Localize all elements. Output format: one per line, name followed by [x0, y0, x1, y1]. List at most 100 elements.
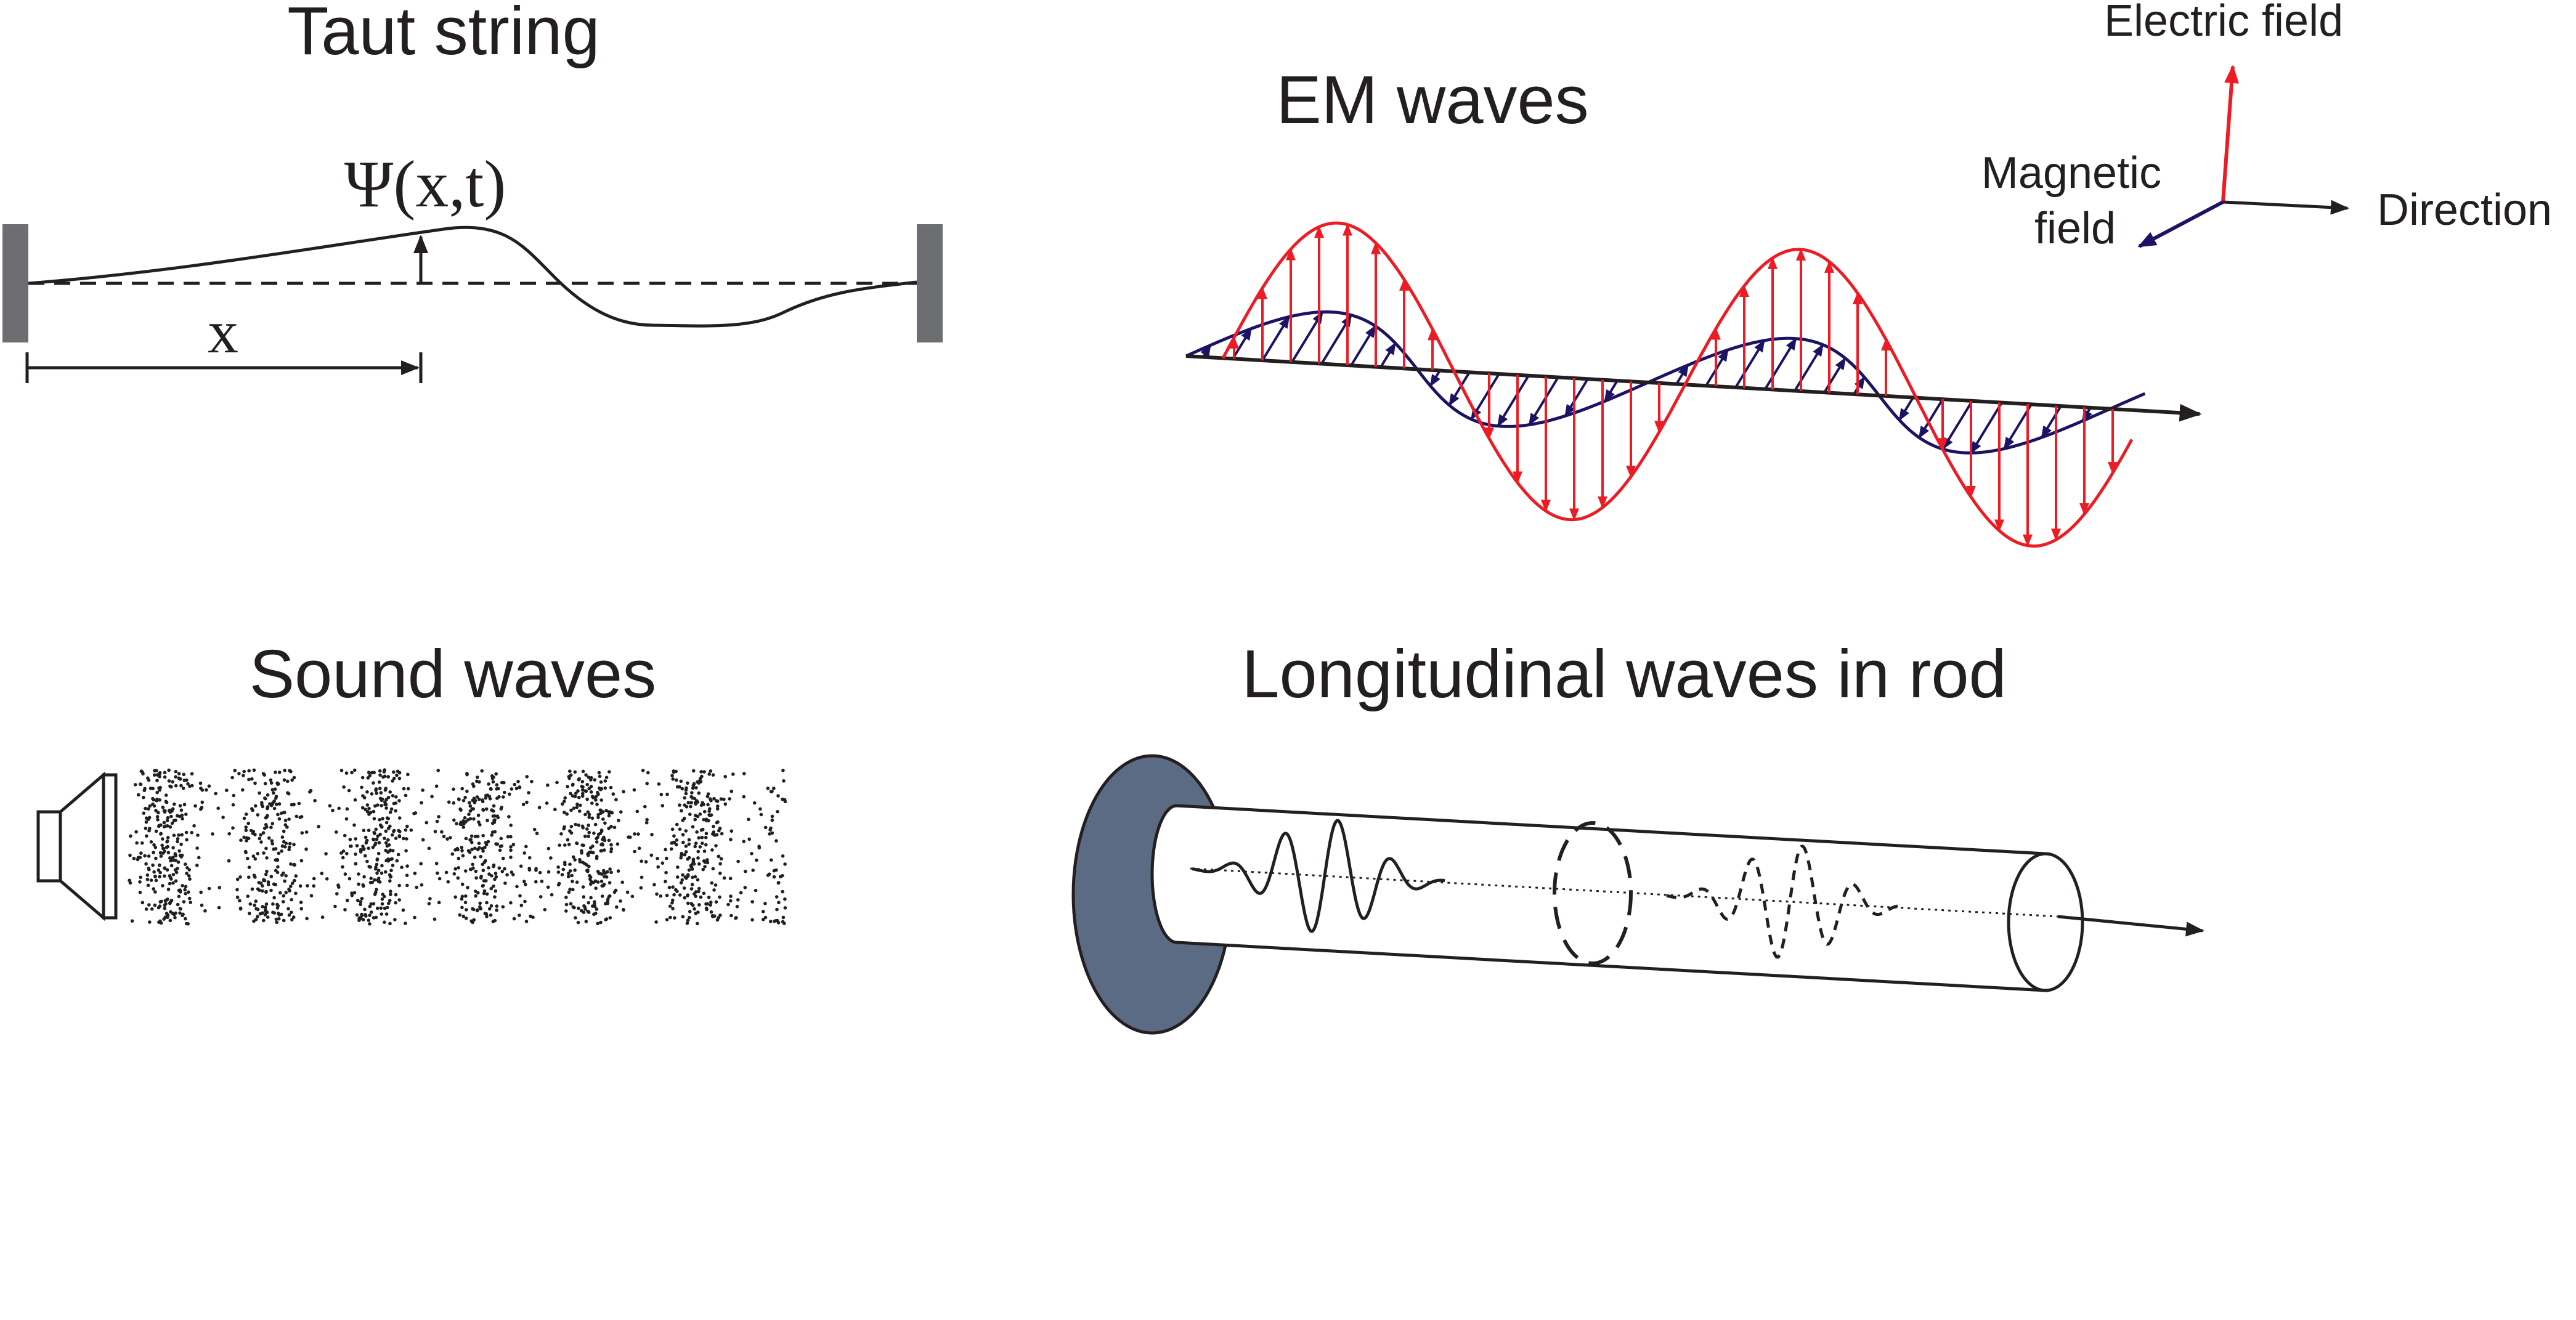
air-particle — [389, 889, 392, 893]
air-particle — [595, 854, 599, 859]
air-particle — [244, 825, 248, 829]
air-particle — [776, 809, 779, 814]
air-particle — [375, 871, 379, 875]
air-particle — [469, 834, 474, 838]
air-particle — [681, 833, 685, 836]
air-particle — [406, 772, 410, 777]
air-particle — [603, 779, 607, 783]
air-particle — [715, 800, 720, 803]
air-particle — [304, 847, 308, 851]
air-particle — [368, 922, 372, 926]
air-particle — [463, 869, 468, 873]
air-particle — [484, 912, 489, 916]
air-particle — [362, 847, 366, 851]
air-particle — [527, 791, 530, 795]
air-particle — [157, 863, 161, 867]
air-particle — [128, 881, 132, 885]
air-particle — [736, 898, 740, 902]
air-particle — [171, 858, 176, 862]
air-particle — [569, 902, 573, 905]
air-particle — [397, 776, 402, 780]
air-particle — [569, 808, 573, 812]
air-particle — [614, 888, 618, 893]
air-particle — [406, 787, 410, 791]
air-particle — [568, 888, 572, 891]
air-particle — [305, 917, 309, 921]
air-particle — [184, 862, 187, 866]
air-particle — [697, 836, 701, 840]
air-particle — [766, 873, 770, 877]
air-particle — [694, 894, 697, 898]
air-particle — [763, 825, 768, 830]
air-particle — [729, 829, 734, 833]
air-particle — [245, 839, 248, 843]
air-particle — [233, 769, 237, 772]
air-particle — [283, 879, 286, 883]
air-particle — [460, 905, 464, 910]
air-particle — [722, 797, 726, 801]
air-particle — [563, 843, 567, 847]
air-particle — [524, 844, 528, 849]
air-particle — [359, 900, 363, 904]
air-particle — [718, 913, 722, 917]
magnetic-field-vector — [1734, 339, 1766, 389]
air-particle — [400, 865, 404, 869]
air-particle — [615, 905, 619, 909]
air-particle — [427, 902, 431, 905]
air-particle — [672, 893, 676, 897]
air-particle — [341, 856, 345, 860]
air-particle — [372, 902, 376, 905]
air-particle — [742, 772, 746, 775]
air-particle — [280, 835, 285, 839]
air-particle — [167, 768, 171, 772]
air-particle — [770, 831, 774, 835]
air-particle — [466, 818, 470, 822]
air-particle — [485, 915, 489, 918]
air-particle — [155, 779, 159, 782]
air-particle — [163, 874, 166, 878]
air-particle — [580, 843, 584, 847]
air-particle — [290, 778, 295, 782]
air-particle — [684, 829, 688, 833]
air-particle — [217, 886, 222, 889]
air-particle — [457, 856, 461, 860]
air-particle — [289, 885, 293, 888]
air-particle — [710, 913, 715, 918]
air-particle — [221, 816, 225, 819]
air-particle — [783, 862, 787, 866]
air-particle — [755, 858, 758, 862]
air-particle — [671, 777, 675, 781]
air-particle — [309, 894, 314, 897]
air-particle — [143, 854, 147, 858]
air-particle — [352, 768, 357, 772]
air-particle — [292, 843, 296, 846]
air-particle — [384, 806, 388, 810]
air-particle — [171, 856, 175, 859]
air-particle — [556, 883, 561, 887]
air-particle — [775, 907, 779, 912]
air-particle — [481, 833, 485, 838]
air-particle — [676, 865, 680, 869]
air-particle — [368, 913, 372, 917]
air-particle — [389, 893, 392, 896]
air-particle — [420, 883, 424, 887]
air-particle — [474, 869, 478, 873]
air-particle — [147, 807, 150, 811]
air-particle — [367, 828, 371, 832]
air-particle — [573, 795, 577, 798]
air-particle — [486, 840, 490, 844]
air-particle — [573, 770, 577, 774]
right-clamp — [917, 224, 943, 342]
air-particle — [163, 907, 167, 910]
air-particle — [695, 830, 699, 834]
air-particle — [168, 875, 173, 880]
air-particle — [519, 904, 524, 907]
air-particle — [718, 895, 721, 899]
air-particle — [397, 883, 401, 888]
air-particle — [277, 917, 281, 921]
air-particle — [586, 868, 590, 872]
air-particle — [364, 835, 368, 840]
air-particle — [260, 801, 264, 804]
magnetic-field-vector — [1261, 315, 1290, 362]
magnetic-field-vector — [1379, 342, 1397, 368]
